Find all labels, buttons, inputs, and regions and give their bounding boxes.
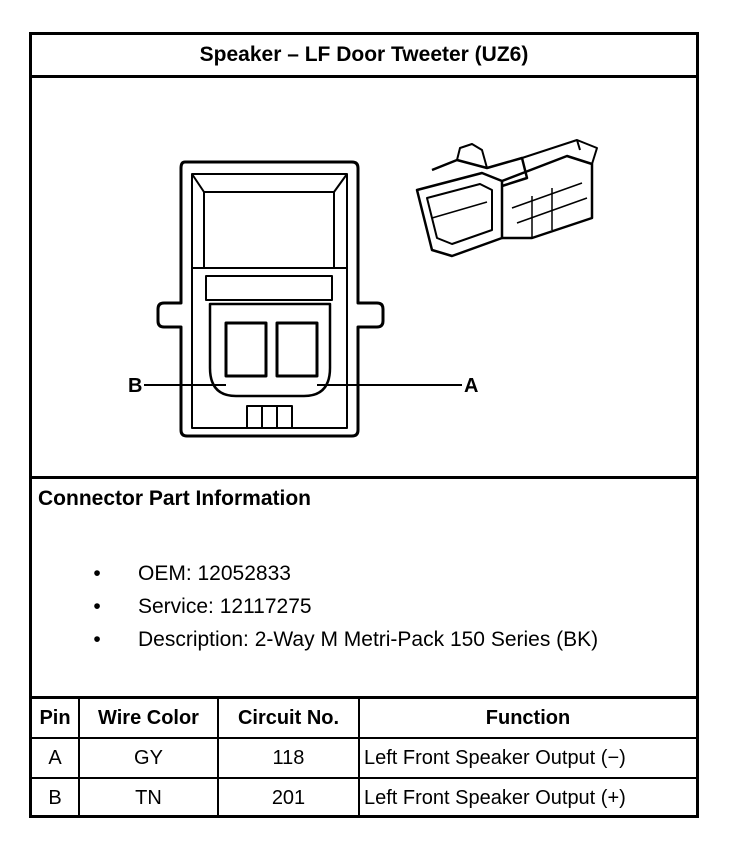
cell-circuit-no: 201 (217, 777, 360, 817)
info-description: Description: 2-Way M Metri-Pack 150 Seri… (138, 628, 599, 651)
pin-label-a: A (464, 375, 478, 397)
cell-circuit-no: 118 (217, 737, 360, 779)
info-service: Service: 12117275 (138, 595, 312, 618)
cell-function: Left Front Speaker Output (−) (358, 737, 696, 779)
connector-sheet: Speaker – LF Door Tweeter (UZ6) (29, 32, 699, 818)
cell-wire-color: GY (78, 737, 219, 779)
list-item: • Description: 2-Way M Metri-Pack 150 Se… (32, 623, 598, 656)
pin-table: Pin Wire Color Circuit No. Function A GY… (32, 699, 696, 817)
connector-face-view (156, 160, 385, 438)
table-header-row: Pin Wire Color Circuit No. Function (32, 699, 696, 739)
header-wire-color: Wire Color (78, 699, 219, 739)
header-circuit-no: Circuit No. (217, 699, 360, 739)
cell-wire-color: TN (78, 777, 219, 817)
table-row: A GY 118 Left Front Speaker Output (−) (32, 737, 696, 779)
info-oem: OEM: 12052833 (138, 562, 291, 585)
connector-diagram: B A (32, 78, 696, 479)
list-item: • OEM: 12052833 (32, 557, 598, 590)
list-item: • Service: 12117275 (32, 590, 598, 623)
cell-function: Left Front Speaker Output (+) (358, 777, 696, 817)
table-row: B TN 201 Left Front Speaker Output (+) (32, 777, 696, 817)
connector-info-heading: Connector Part Information (38, 487, 312, 510)
connector-info-list: • OEM: 12052833 • Service: 12117275 • De… (32, 557, 598, 656)
cell-pin: A (32, 737, 80, 779)
header-pin: Pin (32, 699, 80, 739)
bullet-icon: • (93, 628, 101, 651)
header-function: Function (358, 699, 696, 739)
page-title: Speaker – LF Door Tweeter (UZ6) (32, 35, 696, 78)
cell-pin: B (32, 777, 80, 817)
connector-info-section: Connector Part Information • OEM: 120528… (32, 479, 696, 699)
connector-isometric-view (415, 139, 598, 258)
connector-drawing: B A (128, 139, 598, 438)
pin-label-b: B (128, 375, 142, 397)
bullet-icon: • (93, 595, 101, 618)
bullet-icon: • (93, 562, 101, 585)
